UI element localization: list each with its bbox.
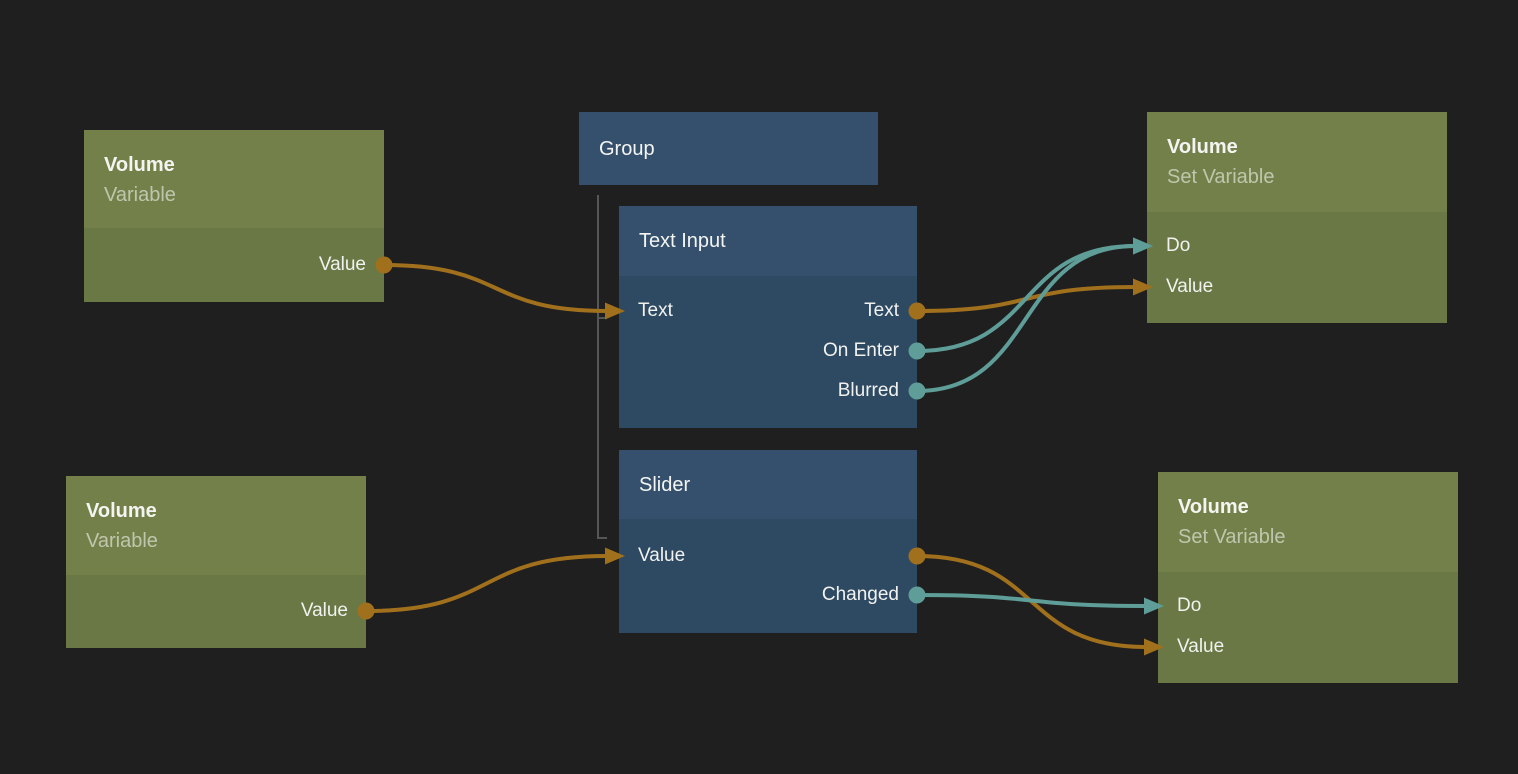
port-text-input-text-input-port[interactable]: Text: [638, 300, 673, 321]
node-body-variable-2: [66, 575, 366, 648]
port-variable-2-value-output[interactable]: Value: [300, 600, 348, 621]
node-title: Volume: [1178, 496, 1249, 518]
node-header-slider[interactable]: Slider: [619, 450, 917, 519]
port-set-variable-1-do-input[interactable]: Do: [1166, 235, 1191, 256]
node-title: Volume: [104, 154, 175, 176]
node-header-group[interactable]: Group: [579, 112, 878, 185]
port-set-variable-2-value-input[interactable]: Value: [1177, 636, 1225, 657]
node-header-text-input[interactable]: Text Input: [619, 206, 917, 276]
node-subtitle: Variable: [104, 184, 176, 206]
port-variable-1-value-output[interactable]: Value: [318, 254, 366, 275]
node-body-set-variable-2: [1158, 572, 1458, 683]
node-title: Volume: [1167, 136, 1238, 158]
node-title: Slider: [639, 473, 691, 496]
port-text-input-text-output[interactable]: Text: [864, 300, 899, 321]
node-title: Group: [599, 137, 655, 160]
node-title: Text Input: [639, 230, 726, 252]
node-body-set-variable-1: [1147, 212, 1447, 323]
port-set-variable-2-do-input[interactable]: Do: [1177, 595, 1202, 616]
port-slider-value-input[interactable]: Value: [638, 545, 686, 566]
node-group[interactable]: Group: [579, 112, 878, 185]
port-set-variable-1-value-input[interactable]: Value: [1166, 276, 1214, 297]
node-title: Volume: [86, 500, 157, 522]
node-subtitle: Set Variable: [1167, 166, 1275, 188]
node-body-text-input: [619, 276, 917, 428]
port-text-input-on-enter-output[interactable]: On Enter: [822, 340, 899, 361]
node-body-variable-1: [84, 228, 384, 302]
node-subtitle: Set Variable: [1178, 526, 1286, 548]
port-slider-changed-output[interactable]: Changed: [821, 584, 899, 605]
port-text-input-blurred-output[interactable]: Blurred: [837, 380, 899, 401]
node-subtitle: Variable: [86, 530, 158, 552]
node-body-slider: [619, 519, 917, 633]
